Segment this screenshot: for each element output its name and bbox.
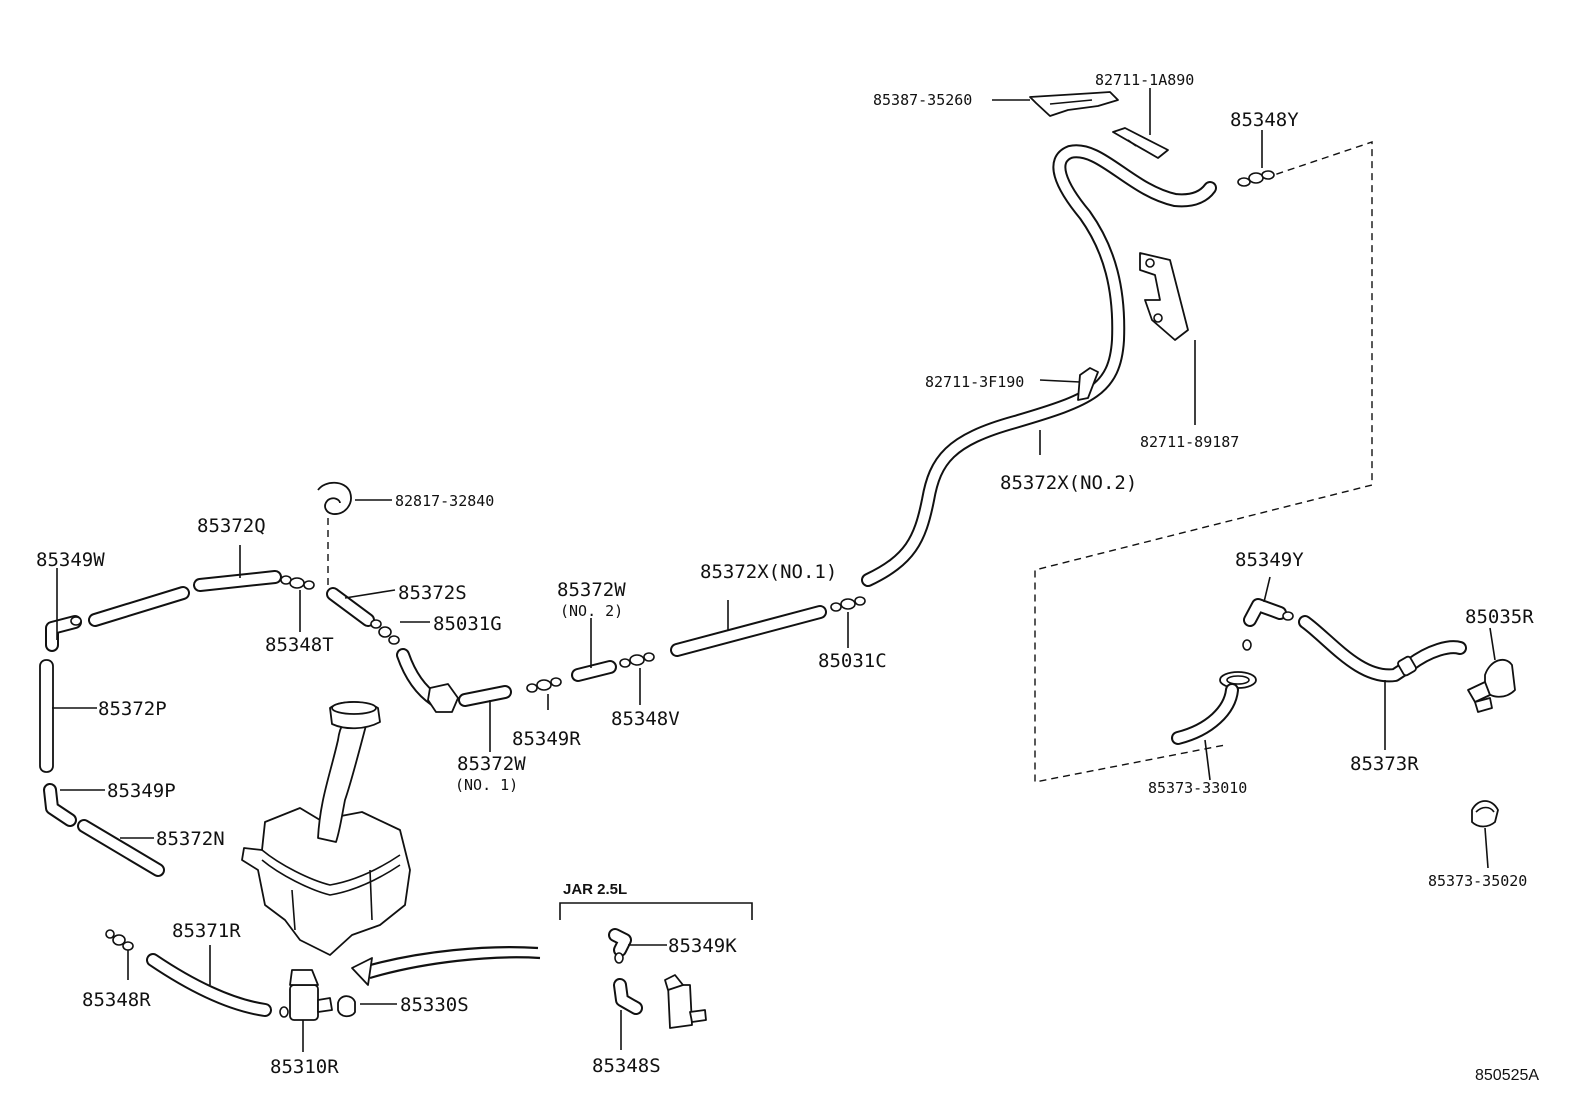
label-85031G: 85031G <box>433 613 502 635</box>
label-85349R: 85349R <box>512 728 581 750</box>
label-85348V: 85348V <box>611 708 680 730</box>
grommet-85330S[interactable] <box>337 995 356 1018</box>
connector-85348R[interactable] <box>105 929 134 951</box>
label-85372W-no2: 85372W <box>557 579 626 601</box>
label-82817-32840: 82817-32840 <box>395 492 494 510</box>
connector-85348V[interactable] <box>619 652 655 668</box>
label-85372W-no1-note: (NO. 1) <box>455 776 518 794</box>
label-85372S: 85372S <box>398 582 467 604</box>
label-85373-33010: 85373-33010 <box>1148 779 1247 797</box>
clamp-82711-1A890[interactable] <box>1112 127 1169 159</box>
connector-85349R[interactable] <box>526 677 562 693</box>
connector-85031G[interactable] <box>370 619 400 645</box>
label-85031C: 85031C <box>818 650 887 672</box>
label-85348S: 85348S <box>592 1055 661 1077</box>
label-85330S: 85330S <box>400 994 469 1016</box>
label-jar-section: JAR 2.5L <box>563 881 627 898</box>
label-85372W-no1: 85372W <box>457 753 526 775</box>
washer-pump-85310R[interactable] <box>279 969 333 1021</box>
label-85372X-no2: 85372X(NO.2) <box>1000 472 1137 494</box>
label-85372W-no2-note: (NO. 2) <box>560 602 623 620</box>
hose-85371R[interactable] <box>146 953 272 1017</box>
label-85371R: 85371R <box>172 920 241 942</box>
hose-85372W-no2[interactable] <box>571 660 617 682</box>
connector-85348Y[interactable] <box>1237 170 1275 187</box>
connector-85031C[interactable] <box>830 596 866 612</box>
label-85348R: 85348R <box>82 989 151 1011</box>
label-85372P: 85372P <box>98 698 167 720</box>
clip-82817-32840[interactable] <box>317 481 352 585</box>
hose-85372S[interactable] <box>326 587 375 627</box>
label-85035R: 85035R <box>1465 606 1534 628</box>
diagram-code: 850525A <box>1475 1067 1539 1084</box>
connector-85349K[interactable] <box>608 928 632 964</box>
bracket-85387-35260[interactable] <box>1029 91 1119 117</box>
label-82711-3F190: 82711-3F190 <box>925 373 1024 391</box>
label-85310R: 85310R <box>270 1056 339 1078</box>
label-85372X-no1: 85372X(NO.1) <box>700 561 837 583</box>
label-85373-35020: 85373-35020 <box>1428 872 1527 890</box>
connector-85348T[interactable] <box>280 575 315 590</box>
label-85349Y: 85349Y <box>1235 549 1304 571</box>
label-85349K: 85349K <box>668 935 737 957</box>
clamp-82711-89187[interactable] <box>1139 252 1189 341</box>
connector-85349P[interactable] <box>43 783 77 827</box>
leader-lines <box>52 88 1496 1052</box>
connector-85349Y[interactable] <box>1242 598 1294 651</box>
clamp-82711-3F190[interactable] <box>1077 367 1099 401</box>
hose-85372X-no2[interactable] <box>861 144 1217 587</box>
hose-85373R[interactable] <box>1298 615 1467 683</box>
label-82711-1A890: 82711-1A890 <box>1095 71 1194 89</box>
jar-pump <box>664 974 707 1029</box>
jar-section-bracket <box>559 902 753 920</box>
dashed-group-outline <box>1034 141 1373 783</box>
nozzle-85035R[interactable] <box>1467 658 1516 713</box>
label-85372N: 85372N <box>156 828 225 850</box>
connector-85349W[interactable] <box>45 615 82 652</box>
hose-85372Q[interactable] <box>88 570 282 627</box>
direction-arrow <box>351 946 541 986</box>
label-85387-35260: 85387-35260 <box>873 91 972 109</box>
label-85372Q: 85372Q <box>197 515 266 537</box>
grommet-85373-33010[interactable] <box>1171 671 1257 745</box>
label-82711-89187: 82711-89187 <box>1140 433 1239 451</box>
hose-85348S[interactable] <box>613 978 643 1015</box>
grommet-85373-35020[interactable] <box>1471 800 1499 828</box>
hose-85372X-no1[interactable] <box>670 605 827 657</box>
label-85349W: 85349W <box>36 549 105 571</box>
label-85349P: 85349P <box>107 780 176 802</box>
label-85348T: 85348T <box>265 634 334 656</box>
hose-85372P[interactable] <box>39 659 54 773</box>
label-85348Y: 85348Y <box>1230 109 1299 131</box>
hose-85372W-no1[interactable] <box>396 648 512 713</box>
hose-85372N[interactable] <box>77 819 165 877</box>
label-85373R: 85373R <box>1350 753 1419 775</box>
washer-tank <box>241 701 411 956</box>
